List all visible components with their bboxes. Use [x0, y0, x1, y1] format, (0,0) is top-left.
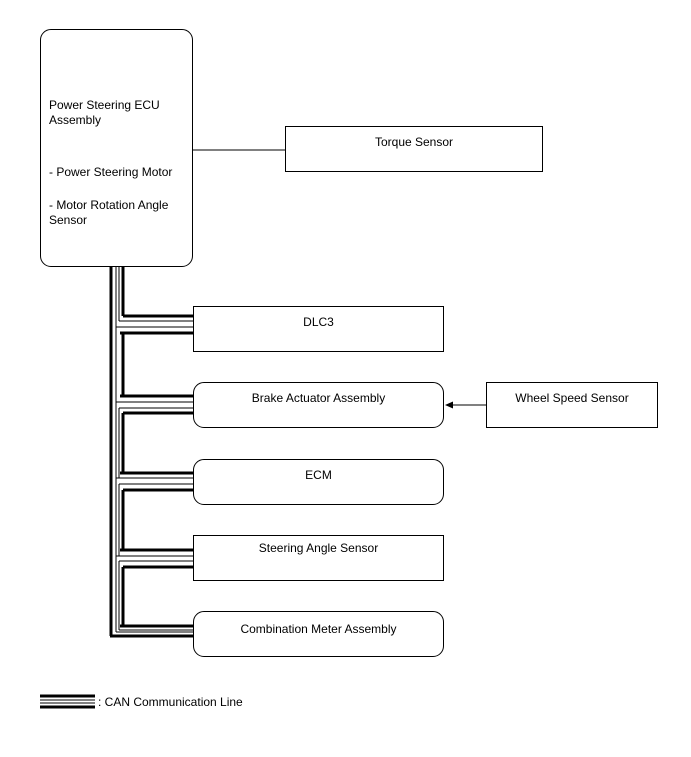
- wheel-speed-arrow-head: [445, 401, 453, 409]
- torque-sensor-box: Torque Sensor: [285, 126, 543, 172]
- dlc3-label: DLC3: [303, 315, 334, 329]
- legend-can-symbol: [40, 694, 95, 709]
- ecu-item-motor-rotation-line1: - Motor Rotation Angle: [49, 198, 169, 212]
- brake-actuator-label: Brake Actuator Assembly: [251, 391, 386, 405]
- ecu-item-motor-rotation-line2: Sensor: [49, 213, 88, 227]
- power-steering-ecu-box: Power Steering ECU Assembly - Power Stee…: [40, 29, 193, 267]
- ecu-title-line2: Assembly: [49, 113, 102, 127]
- combination-meter-label: Combination Meter Assembly: [240, 622, 397, 636]
- can-trunk-right-top: [118, 266, 125, 321]
- steering-angle-sensor-box: Steering Angle Sensor: [193, 535, 444, 581]
- dlc3-box: DLC3: [193, 306, 444, 352]
- legend-label: : CAN Communication Line: [98, 695, 243, 709]
- steering-angle-sensor-label: Steering Angle Sensor: [258, 541, 379, 555]
- can-trunk-left: [109, 266, 117, 636]
- wheel-speed-sensor-label: Wheel Speed Sensor: [515, 391, 629, 405]
- ecm-label: ECM: [305, 468, 332, 482]
- can-branch-combination-meter: [110, 624, 193, 638]
- can-branch-ecm: [116, 471, 193, 492]
- combination-meter-box: Combination Meter Assembly: [193, 611, 444, 657]
- ecu-title-line1: Power Steering ECU: [49, 98, 160, 112]
- can-branch-dlc3: [116, 314, 193, 335]
- can-branch-steering-angle: [116, 548, 193, 569]
- wheel-speed-sensor-box: Wheel Speed Sensor: [486, 382, 658, 428]
- ecu-item-power-steering-motor: - Power Steering Motor: [49, 165, 173, 179]
- ecm-box: ECM: [193, 459, 444, 505]
- can-branch-brake-actuator: [116, 394, 193, 415]
- torque-sensor-label: Torque Sensor: [374, 135, 454, 149]
- brake-actuator-box: Brake Actuator Assembly: [193, 382, 444, 428]
